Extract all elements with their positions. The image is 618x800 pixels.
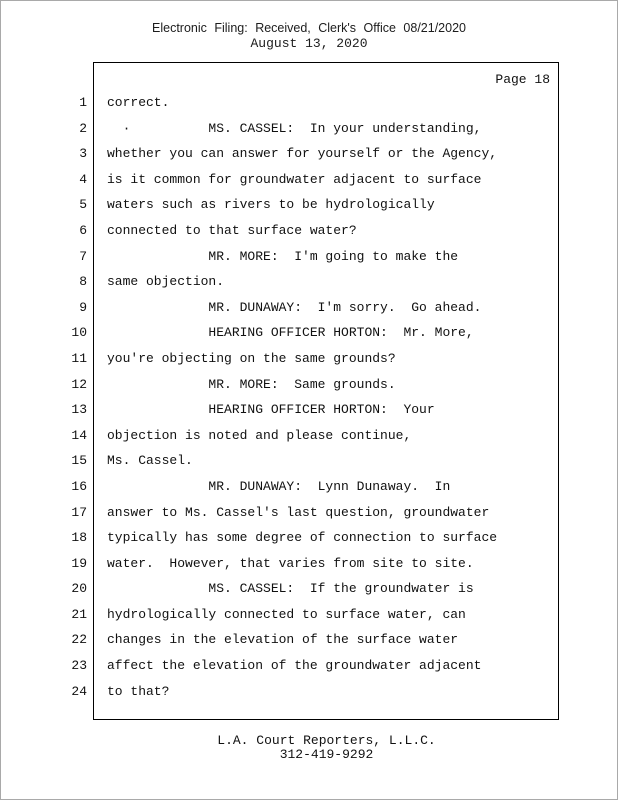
line-text: · MS. CASSEL: In your understanding, — [107, 120, 482, 136]
transcript-lines: 1 correct. 2 · MS. CASSEL: In your underst… — [1, 90, 617, 704]
transcript-line: 18 typically has some degree of connectio… — [1, 525, 617, 551]
line-number: 3 — [79, 146, 87, 162]
line-number: 23 — [71, 658, 87, 674]
line-text: changes in the elevation of the surface … — [107, 632, 459, 648]
hearing-date: August 13, 2020 — [250, 36, 368, 51]
line-number: 12 — [71, 376, 87, 392]
line-text: objection is noted and please continue, — [107, 427, 412, 443]
line-number: 1 — [79, 95, 87, 110]
transcript-line: 3 whether you can answer for yourself or … — [1, 141, 617, 167]
transcript-line: 14 objection is noted and please continue… — [1, 423, 617, 449]
transcript-line: 11 you're objecting on the same grounds? — [1, 346, 617, 372]
transcript-line: 20 MS. CASSEL: If the groundwater is — [1, 576, 617, 602]
line-number: 17 — [71, 504, 87, 520]
line-number: 2 — [79, 120, 87, 136]
line-text: typically has some degree of connection … — [107, 530, 498, 546]
line-text: correct. — [107, 95, 170, 110]
transcript-line: 23 affect the elevation of the groundwate… — [1, 653, 617, 679]
line-text: waters such as rivers to be hydrological… — [107, 197, 435, 213]
transcript-line: 15 Ms. Cassel. — [1, 448, 617, 474]
line-text: hydrologically connected to surface wate… — [107, 606, 466, 622]
line-number: 6 — [79, 222, 87, 238]
line-number: 8 — [79, 274, 87, 290]
line-text: Ms. Cassel. — [107, 453, 193, 469]
reporter-phone: 312-419-9292 — [279, 747, 374, 762]
transcript-line: 4 is it common for groundwater adjacent t… — [1, 167, 617, 193]
line-number: 16 — [71, 478, 87, 494]
line-text: MR. DUNAWAY: I'm sorry. Go ahead. — [107, 299, 482, 315]
line-text: HEARING OFFICER HORTON: Mr. More, — [107, 325, 474, 341]
transcript-line: 19 water. However, that varies from site … — [1, 551, 617, 577]
line-text: answer to Ms. Cassel's last question, gr… — [107, 504, 490, 520]
line-text: to that? — [107, 683, 170, 699]
line-text: connected to that surface water? — [107, 222, 357, 238]
line-text: same objection. — [107, 274, 225, 290]
line-number: 4 — [79, 171, 87, 187]
line-text: is it common for groundwater adjacent to… — [107, 171, 482, 187]
electronic-filing-stamp: Electronic Filing: Received, Clerk's Off… — [152, 21, 466, 35]
line-number: 7 — [79, 248, 87, 264]
reporter-footer: L.A. Court Reporters, L.L.C. 312-419-929… — [93, 734, 560, 762]
transcript-line: 9 MR. DUNAWAY: I'm sorry. Go ahead. — [1, 295, 617, 321]
transcript-line: 6 connected to that surface water? — [1, 218, 617, 244]
transcript-line: 2 · MS. CASSEL: In your understanding, — [1, 116, 617, 142]
line-text: MR. DUNAWAY: Lynn Dunaway. In — [107, 478, 451, 494]
line-text: MR. MORE: I'm going to make the — [107, 248, 459, 264]
line-number: 9 — [79, 299, 87, 315]
transcript-line: 5 waters such as rivers to be hydrologica… — [1, 192, 617, 218]
transcript-line: 10 HEARING OFFICER HORTON: Mr. More, — [1, 320, 617, 346]
line-text: affect the elevation of the groundwater … — [107, 658, 482, 674]
line-number: 20 — [71, 581, 87, 597]
line-number: 10 — [71, 325, 87, 341]
line-text: MS. CASSEL: If the groundwater is — [107, 581, 474, 597]
transcript-line: 16 MR. DUNAWAY: Lynn Dunaway. In — [1, 474, 617, 500]
transcript-line: 8 same objection. — [1, 269, 617, 295]
line-number: 14 — [71, 427, 87, 443]
line-text: whether you can answer for yourself or t… — [107, 146, 498, 162]
transcript-border-box: Page 18 — [93, 62, 559, 720]
transcript-line: 13 HEARING OFFICER HORTON: Your — [1, 397, 617, 423]
page-number-label: Page 18 — [495, 72, 550, 87]
line-number: 5 — [79, 197, 87, 213]
line-number: 18 — [71, 530, 87, 546]
reporter-company: L.A. Court Reporters, L.L.C. — [217, 733, 436, 748]
line-number: 15 — [71, 453, 87, 469]
line-text: you're objecting on the same grounds? — [107, 350, 396, 366]
transcript-line: 21 hydrologically connected to surface wa… — [1, 602, 617, 628]
transcript-line: 7 MR. MORE: I'm going to make the — [1, 244, 617, 270]
line-text: MR. MORE: Same grounds. — [107, 376, 396, 392]
line-number: 24 — [71, 683, 87, 699]
line-number: 22 — [71, 632, 87, 648]
transcript-line: 12 MR. MORE: Same grounds. — [1, 372, 617, 398]
line-text: HEARING OFFICER HORTON: Your — [107, 402, 435, 418]
line-text: water. However, that varies from site to… — [107, 555, 474, 571]
line-number: 21 — [71, 606, 87, 622]
line-number: 19 — [71, 555, 87, 571]
line-number: 13 — [71, 402, 87, 418]
transcript-line: 1 correct. — [1, 90, 617, 116]
line-number: 11 — [71, 350, 87, 366]
transcript-line: 24 to that? — [1, 679, 617, 705]
transcript-line: 22 changes in the elevation of the surfac… — [1, 627, 617, 653]
transcript-line: 17 answer to Ms. Cassel's last question, … — [1, 500, 617, 526]
